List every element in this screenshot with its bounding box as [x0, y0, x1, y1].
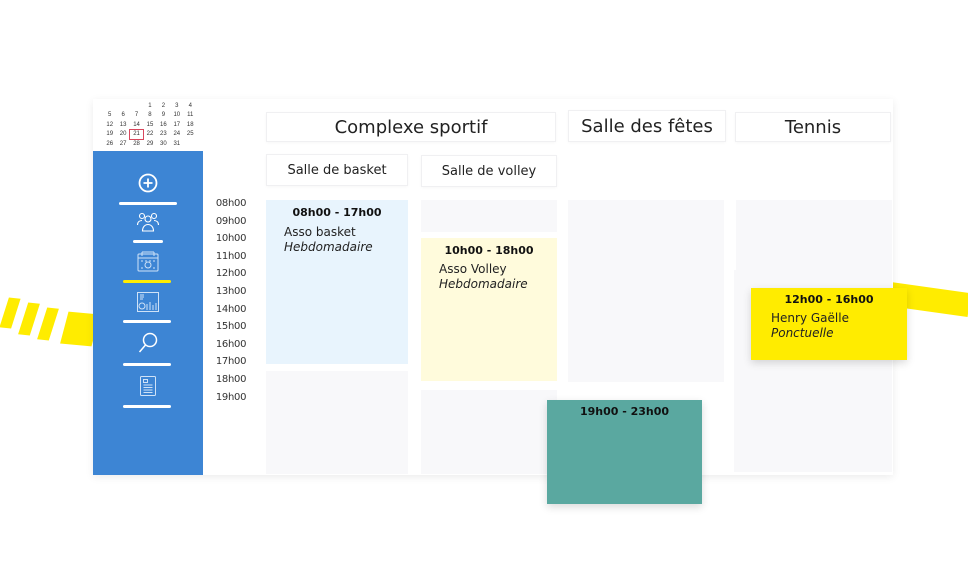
event-time: 12h00 - 16h00: [784, 293, 874, 306]
empty-slot[interactable]: [568, 200, 724, 382]
mini-calendar-day[interactable]: 2: [161, 102, 166, 109]
time-axis: 08h00 09h00 10h00 11h00 12h00 13h00 14h0…: [206, 198, 256, 409]
event-time: 10h00 - 18h00: [444, 244, 534, 257]
mini-calendar-day[interactable]: 10: [173, 112, 181, 119]
time-label: 13h00: [215, 285, 247, 297]
stats-dashboard-icon[interactable]: [93, 291, 203, 313]
sidebar-divider: [123, 320, 171, 323]
mini-calendar-day[interactable]: 19: [106, 131, 114, 138]
mini-calendar-day[interactable]: 6: [121, 112, 125, 119]
mini-calendar-day[interactable]: 30: [160, 140, 167, 147]
mini-calendar-day[interactable]: 29: [146, 140, 154, 147]
mini-calendar-week: 5 6 7 8 9 10 11: [103, 111, 197, 121]
mini-calendar-day[interactable]: 5: [108, 112, 112, 119]
empty-slot[interactable]: [266, 371, 408, 474]
mini-calendar-day[interactable]: 15: [146, 121, 154, 128]
mini-calendar-day[interactable]: 3: [175, 102, 179, 109]
venue-header-salle-des-fetes[interactable]: Salle des fêtes: [568, 110, 726, 142]
empty-slot[interactable]: [736, 200, 892, 270]
event-title: Henry Gaëlle: [771, 311, 849, 325]
mini-calendar-day[interactable]: 1: [148, 102, 152, 109]
event-title: Asso Volley: [439, 262, 507, 276]
plus-circle-icon[interactable]: [93, 173, 203, 193]
mini-calendar-day[interactable]: 24: [173, 131, 181, 138]
mini-calendar-day: [116, 101, 129, 111]
sidebar-divider: [133, 240, 163, 243]
sidebar-divider: [123, 363, 171, 366]
mini-calendar-week: 1 2 3 4: [103, 101, 197, 111]
event-recurrence: Hebdomadaire: [284, 240, 373, 254]
event-recurrence: Hebdomadaire: [439, 277, 528, 291]
room-header-salle-de-basket[interactable]: Salle de basket: [266, 154, 408, 186]
decorative-stripe: [18, 302, 40, 336]
sidebar: [93, 151, 203, 475]
time-label: 11h00: [215, 250, 247, 262]
mini-calendar-day: [103, 101, 116, 111]
mini-calendar-day[interactable]: 18: [186, 121, 194, 128]
event-henry-gaelle[interactable]: 12h00 - 16h00 Henry Gaëlle Ponctuelle: [751, 288, 907, 360]
empty-slot[interactable]: [421, 390, 557, 474]
time-label: 15h00: [215, 321, 247, 333]
time-label: 14h00: [215, 303, 247, 315]
mini-calendar-day: [130, 101, 143, 111]
time-label: 19h00: [215, 391, 247, 403]
mini-calendar-day[interactable]: 4: [188, 102, 192, 109]
empty-slot[interactable]: [421, 200, 557, 232]
mini-calendar-day[interactable]: 11: [187, 112, 194, 119]
sidebar-divider: [119, 202, 177, 205]
mini-calendar-day[interactable]: 27: [119, 140, 127, 147]
mini-calendar-day[interactable]: 9: [161, 112, 166, 119]
venue-header-complexe-sportif[interactable]: Complexe sportif: [266, 112, 556, 142]
sidebar-divider: [123, 405, 171, 408]
decorative-stripe: [37, 307, 59, 341]
mini-calendar-day[interactable]: 13: [119, 121, 127, 128]
time-label: 12h00: [215, 268, 247, 280]
users-group-icon[interactable]: [93, 211, 203, 233]
sidebar-divider-active: [123, 280, 171, 283]
mini-calendar-day[interactable]: 22: [146, 131, 154, 138]
time-label: 09h00: [215, 215, 247, 227]
mini-calendar-day[interactable]: 8: [148, 112, 152, 119]
mini-calendar-day[interactable]: 26: [106, 140, 114, 147]
event-asso-basket[interactable]: 08h00 - 17h00 Asso basket Hebdomadaire: [266, 200, 408, 364]
document-icon[interactable]: [93, 375, 203, 397]
event-salle-des-fetes[interactable]: 19h00 - 23h00: [547, 400, 702, 504]
calendar-icon[interactable]: [93, 251, 203, 273]
mini-calendar-day[interactable]: 14: [133, 121, 140, 128]
decorative-stripe: [0, 297, 21, 329]
mini-calendar-day[interactable]: 28: [133, 140, 140, 147]
mini-calendar-day[interactable]: 17: [173, 121, 181, 128]
event-asso-volley[interactable]: 10h00 - 18h00 Asso Volley Hebdomadaire: [421, 238, 557, 381]
event-time: 08h00 - 17h00: [292, 206, 382, 219]
mini-calendar-day[interactable]: 7: [134, 112, 139, 119]
room-header-salle-de-volley[interactable]: Salle de volley: [421, 155, 557, 187]
event-recurrence: Ponctuelle: [771, 326, 834, 340]
mini-calendar-week: 12 13 14 15 16 17 18: [103, 120, 197, 130]
mini-calendar-day: [184, 139, 197, 149]
mini-calendar-day[interactable]: 16: [160, 121, 167, 128]
mini-calendar-day[interactable]: 12: [106, 121, 114, 128]
time-label: 18h00: [215, 373, 247, 385]
search-icon[interactable]: [93, 331, 203, 355]
mini-calendar-day[interactable]: 23: [160, 131, 167, 138]
mini-calendar-day[interactable]: 25: [186, 131, 194, 138]
mini-calendar-day[interactable]: 31: [173, 140, 181, 147]
time-label: 16h00: [215, 338, 247, 350]
time-label: 08h00: [215, 198, 247, 209]
event-title: Asso basket: [284, 225, 356, 239]
event-time: 19h00 - 23h00: [579, 405, 670, 418]
time-label: 10h00: [215, 233, 247, 245]
mini-calendar-day[interactable]: 21: [128, 128, 145, 140]
time-label: 17h00: [215, 356, 247, 368]
mini-calendar-week: 26 27 28 29 30 31: [103, 139, 197, 149]
venue-header-tennis[interactable]: Tennis: [735, 112, 891, 142]
mini-calendar-day[interactable]: 20: [119, 131, 127, 138]
